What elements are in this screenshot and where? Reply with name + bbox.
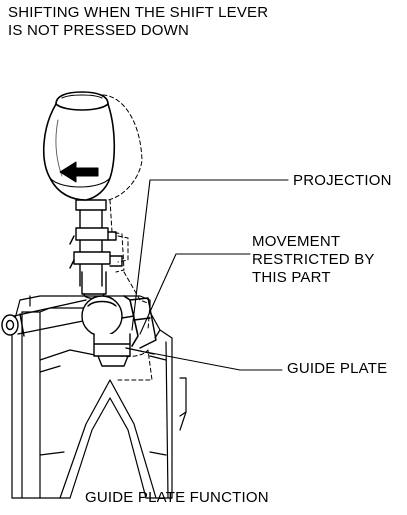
lever-housing — [11, 295, 187, 499]
diagram-caption: GUIDE PLATE FUNCTION — [85, 489, 269, 506]
title-line-1: SHIFTING WHEN THE SHIFT LEVER — [8, 4, 269, 21]
shift-knob — [42, 91, 116, 201]
leader-guide-plate — [145, 351, 283, 371]
callout-movement-line-3: THIS PART — [252, 269, 331, 286]
callout-projection: PROJECTION — [293, 172, 392, 189]
select-rod — [1, 299, 89, 337]
shift-lever — [69, 199, 157, 367]
callout-movement-line-1: MOVEMENT — [252, 233, 341, 250]
callout-guide-plate: GUIDE PLATE — [287, 360, 388, 377]
title-line-2: IS NOT PRESSED DOWN — [8, 22, 190, 39]
callout-movement-restricted: MOVEMENT RESTRICTED BY THIS PART — [252, 233, 375, 287]
callout-movement-line-2: RESTRICTED BY — [252, 251, 375, 268]
leader-lines — [131, 179, 289, 371]
leader-movement — [139, 253, 251, 335]
diagram-title: SHIFTING WHEN THE SHIFT LEVER IS NOT PRE… — [8, 4, 268, 40]
arrow-left-icon — [59, 161, 99, 183]
leader-projection — [131, 179, 289, 331]
